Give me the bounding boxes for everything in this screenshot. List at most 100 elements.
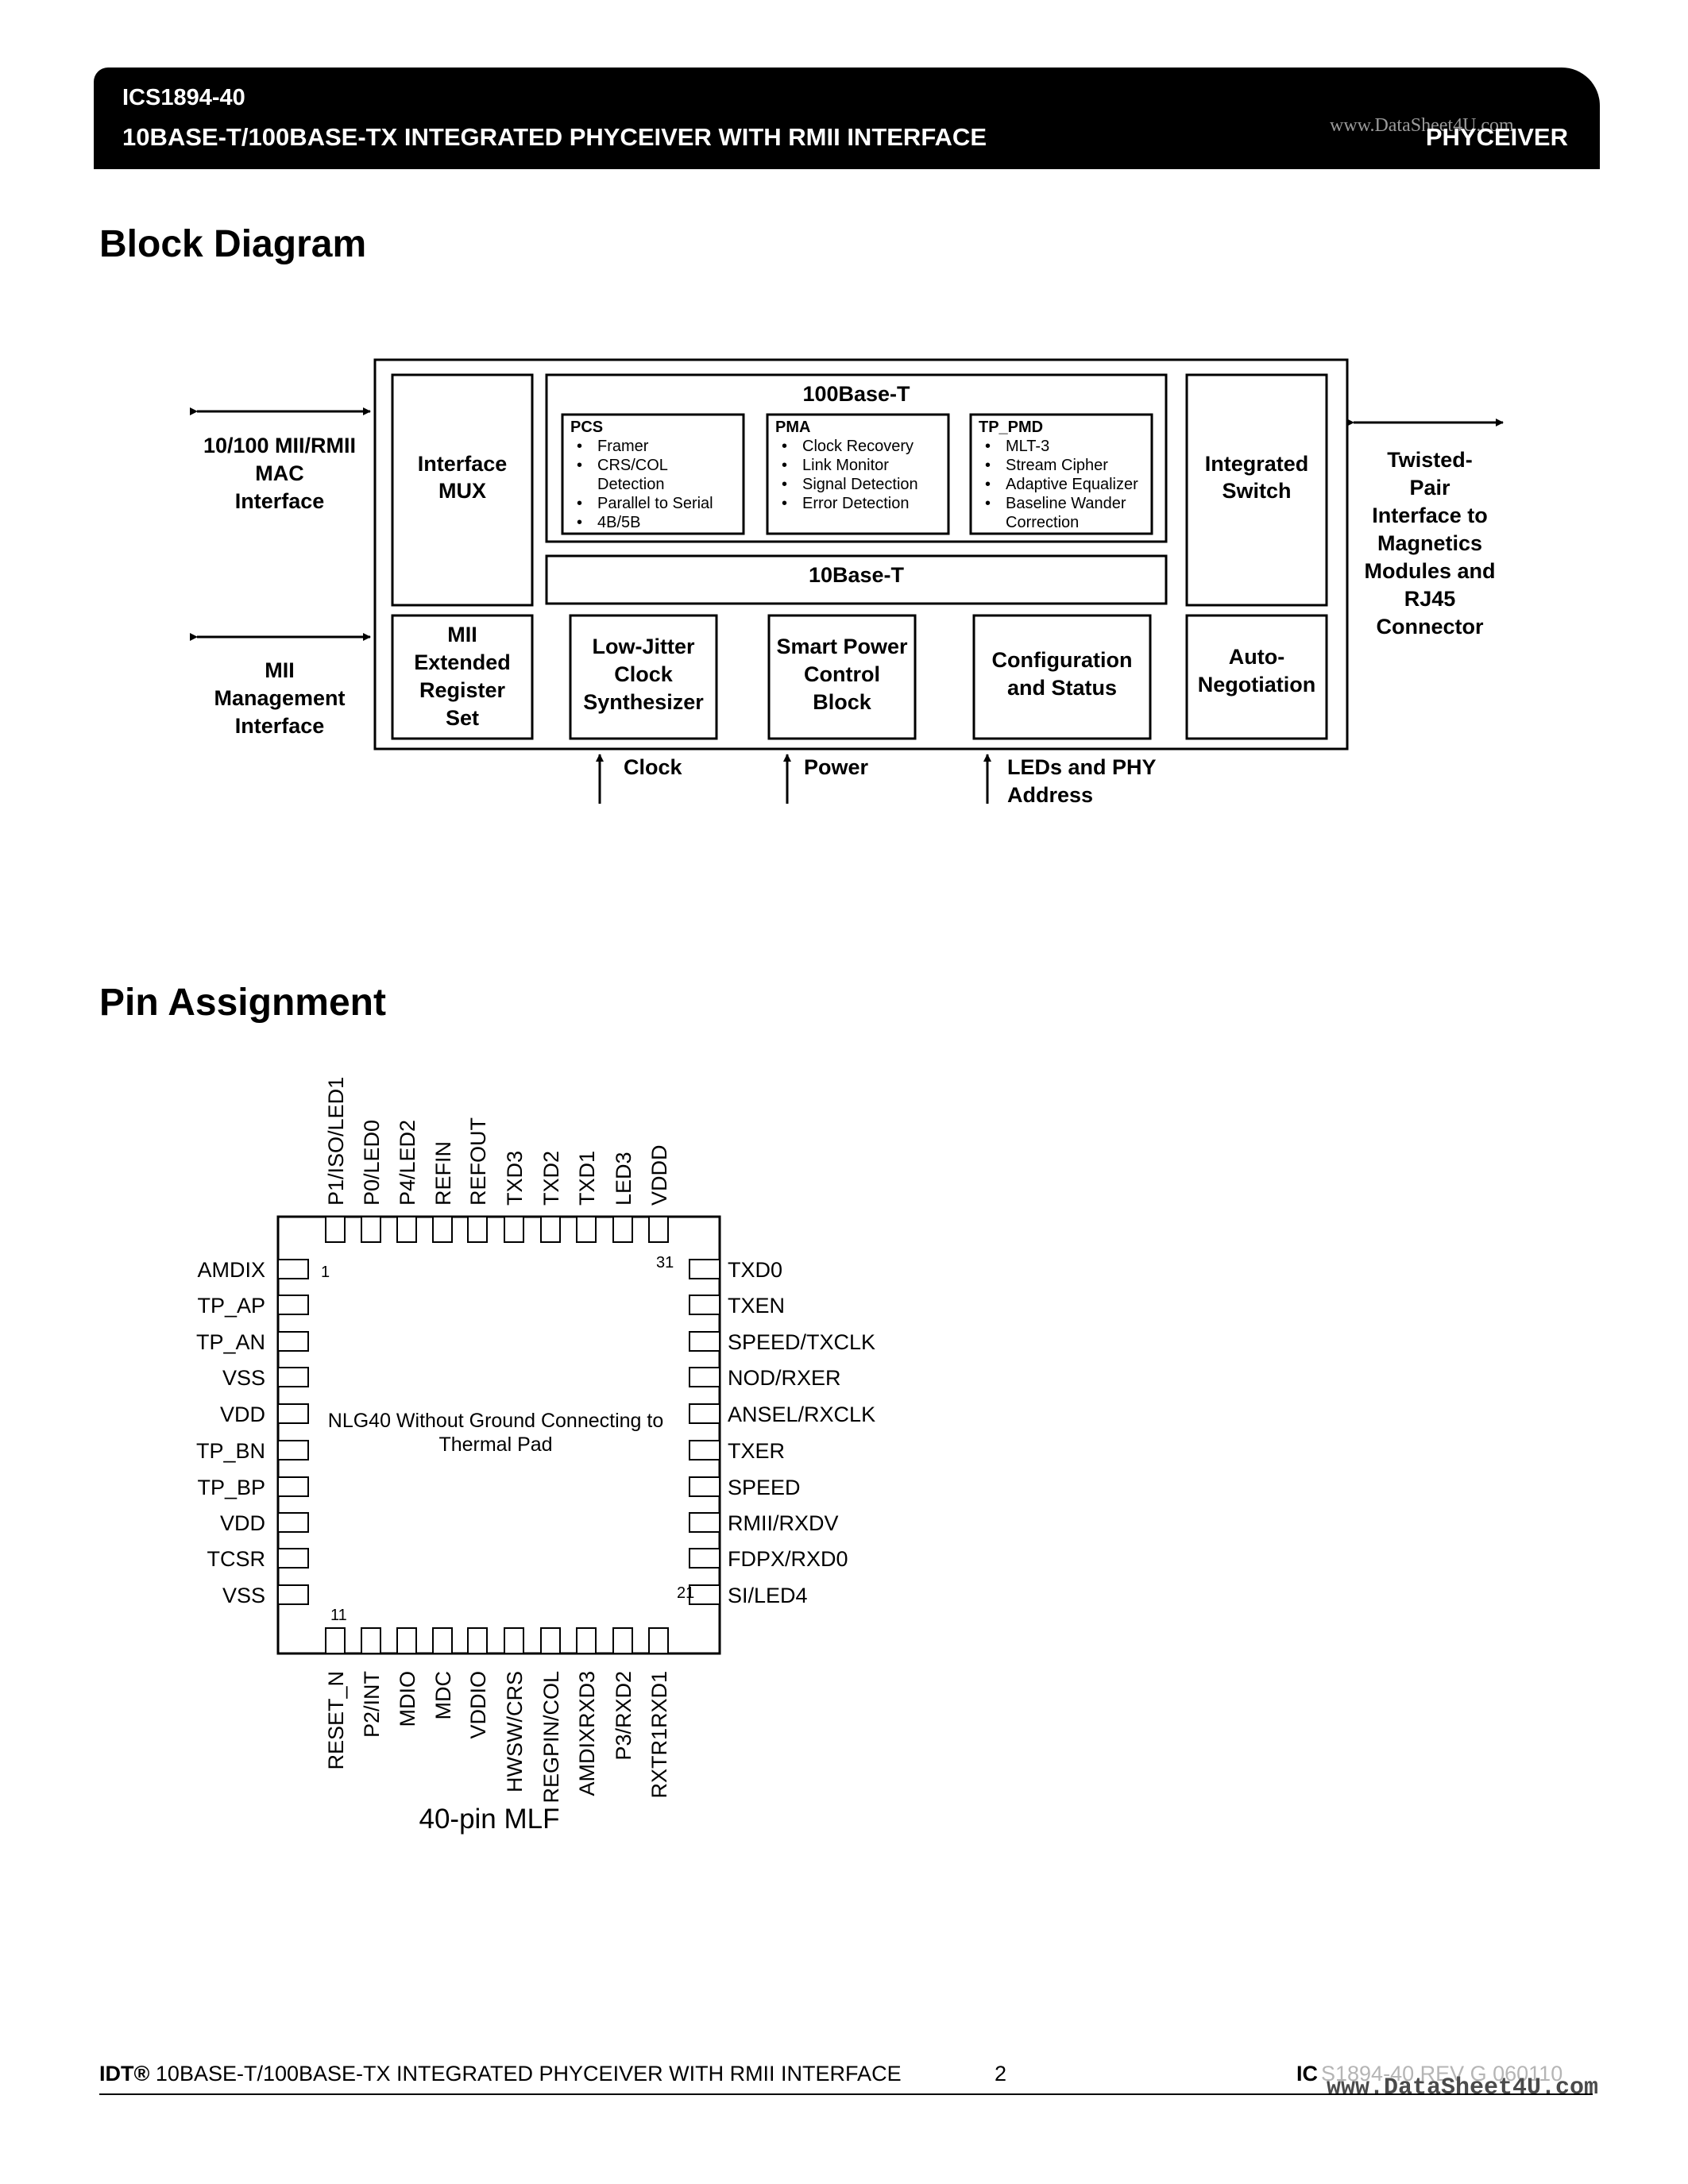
pcs-bullet: • [577, 495, 582, 512]
pma-bullet: • [782, 476, 787, 493]
pin-label-bottom: RESET_N [324, 1671, 348, 1770]
pin-label-right: FDPX/RXD0 [728, 1547, 848, 1571]
config-status-label: and Status [1007, 676, 1117, 700]
power-input-label: Power [804, 755, 869, 779]
mii-ext-label: Extended [414, 650, 511, 674]
tp-pmd-item: Stream Cipher [1006, 457, 1108, 474]
pin-top [504, 1216, 524, 1243]
twisted-pair-label: Pair [1409, 476, 1450, 500]
pin-left [277, 1476, 309, 1497]
pin-right [689, 1476, 720, 1497]
pin-number-1: 1 [321, 1264, 330, 1281]
pin-top [467, 1216, 488, 1243]
pin-bottom [361, 1627, 381, 1654]
pin-label-right: SI/LED4 [728, 1584, 808, 1607]
pin-bottom [432, 1627, 453, 1654]
mgmt-interface-label: Management [214, 686, 345, 710]
pma-bullet: • [782, 457, 787, 474]
clock-input-label: Clock [624, 755, 683, 779]
pin-left [277, 1440, 309, 1461]
header-category: PHYCEIVER [1425, 123, 1568, 151]
smart-power-box [767, 614, 917, 740]
clock-synth-label: Low-Jitter [592, 635, 694, 658]
pin-left [277, 1367, 309, 1387]
pin-bottom [467, 1627, 488, 1654]
pin-right [689, 1548, 720, 1569]
pma-item: Clock Recovery [802, 438, 914, 455]
pma-box [766, 413, 950, 535]
pin-label-top: TXD1 [575, 1151, 599, 1206]
pin-left [277, 1584, 309, 1605]
pin-top [576, 1216, 597, 1243]
pin-right [689, 1295, 720, 1315]
integrated-switch-box [1185, 373, 1328, 607]
pcs-bullet: • [577, 514, 582, 531]
smart-power-label: Block [813, 690, 872, 714]
pin-right [689, 1403, 720, 1424]
mii-ext-label: MII [447, 623, 477, 646]
pin-right [689, 1512, 720, 1533]
pin-label-left: TP_BN [196, 1439, 265, 1463]
twisted-pair-label: Modules and [1364, 559, 1495, 583]
pin-label-bottom: MDC [431, 1671, 455, 1720]
header-subtitle: 10BASE-T/100BASE-TX INTEGRATED PHYCEIVER… [122, 123, 987, 151]
pin-label-bottom: MDIO [396, 1671, 419, 1727]
pin-bottom [648, 1627, 669, 1654]
pin-label-bottom: HWSW/CRS [503, 1671, 527, 1792]
pin-left [277, 1259, 309, 1279]
pin-left [277, 1403, 309, 1424]
pin-label-top: REFOUT [466, 1117, 490, 1206]
footer-text: 10BASE-T/100BASE-TX INTEGRATED PHYCEIVER… [155, 2062, 902, 2086]
footer-watermark: www.DataSheet4U.com [1327, 2074, 1599, 2101]
pin-top [361, 1216, 381, 1243]
pin-label-right: RMII/RXDV [728, 1511, 839, 1535]
pin-label-bottom: P2/INT [360, 1671, 384, 1738]
pin-bottom [540, 1627, 561, 1654]
pin-top [396, 1216, 417, 1243]
pin-label-right: NOD/RXER [728, 1366, 841, 1390]
pin-number-11: 11 [330, 1607, 347, 1624]
tp-pmd-bullet: • [985, 476, 991, 493]
pin-right [689, 1331, 720, 1352]
footer-rule [99, 2093, 1593, 2095]
pin-label-bottom: P3/RXD2 [612, 1671, 635, 1761]
footer-doc-rest: S1894-40 REV G 060110 [1321, 2062, 1563, 2086]
pin-label-right: ANSEL/RXCLK [728, 1403, 875, 1426]
pcs-bullet: • [577, 457, 582, 474]
clock-synth-label: Clock [614, 662, 674, 686]
pin-label-top: VDDD [647, 1144, 671, 1206]
header-watermark: www.DataSheet4U.com [1330, 115, 1514, 136]
pin-left [277, 1295, 309, 1315]
chip-outline [373, 358, 1349, 751]
tp-pmd-box [969, 413, 1153, 535]
pin-label-left: TCSR [207, 1547, 266, 1571]
pin-top [612, 1216, 633, 1243]
pin-label-top: TXD2 [539, 1151, 563, 1206]
pin-label-bottom: RXTR1RXD1 [647, 1671, 671, 1799]
pin-label-left: TP_AP [197, 1294, 265, 1318]
pin-label-right: TXER [728, 1439, 785, 1463]
pcs-item: Detection [597, 476, 665, 493]
block-diagram-title: Block Diagram [99, 223, 367, 265]
pin-top [648, 1216, 669, 1243]
pin-bottom [325, 1627, 346, 1654]
tp-pmd-item: Baseline Wander [1006, 495, 1126, 512]
mac-interface-label: Interface [235, 489, 325, 513]
pin-label-top: P0/LED0 [360, 1120, 384, 1206]
pin-number-21: 21 [677, 1584, 694, 1602]
pin-label-left: VSS [222, 1584, 265, 1607]
tp-pmd-title: TP_PMD [979, 419, 1043, 436]
auto-neg-label: Auto- [1229, 645, 1284, 669]
group-10base-t [545, 554, 1168, 605]
auto-neg-label: Negotiation [1198, 673, 1316, 696]
pin-left [277, 1512, 309, 1533]
mii-ext-label: Register [419, 678, 506, 702]
pin-label-top: P1/ISO/LED1 [324, 1077, 348, 1206]
footer-brand: IDT® [99, 2062, 150, 2086]
part-number: ICS1894-40 [122, 85, 245, 110]
pin-label-left: VDD [220, 1511, 265, 1535]
pcs-item: CRS/COL [597, 457, 668, 474]
pin-right [689, 1584, 720, 1605]
footer-page: 2 [995, 2062, 1007, 2086]
